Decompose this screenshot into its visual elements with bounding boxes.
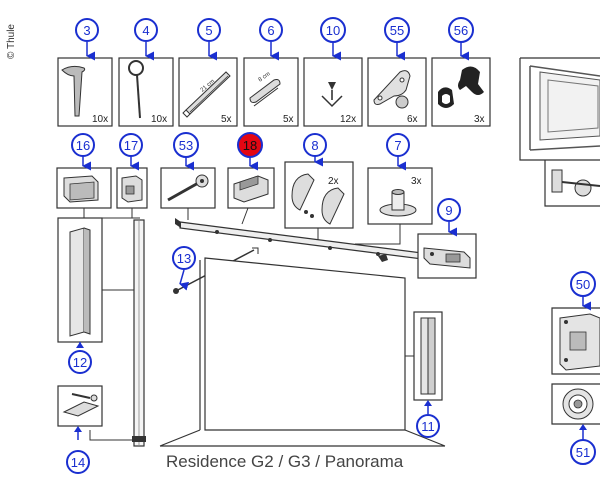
- svg-text:18: 18: [243, 138, 257, 153]
- svg-text:13: 13: [177, 251, 191, 266]
- svg-text:17: 17: [124, 138, 138, 153]
- callout-4[interactable]: 4: [134, 18, 158, 61]
- clip-icon: [438, 66, 484, 108]
- callout-17[interactable]: 17: [119, 133, 143, 171]
- callout-51[interactable]: 51: [570, 424, 596, 465]
- qty-56: 3x: [474, 114, 485, 125]
- hook-bracket-icon: [373, 70, 411, 109]
- strap-icon: [249, 79, 281, 107]
- part-box-16[interactable]: [56, 167, 112, 209]
- svg-text:6: 6: [267, 23, 274, 38]
- part-box-12[interactable]: [57, 217, 103, 343]
- qty-6: 5x: [283, 114, 294, 125]
- ring-peg-icon: [128, 60, 144, 119]
- qty-5: 5x: [221, 114, 232, 125]
- callout-5[interactable]: 5: [197, 18, 221, 61]
- end-cap-icon: [63, 175, 99, 203]
- motor-housing-icon: [423, 247, 471, 269]
- callout-14[interactable]: 14: [66, 426, 90, 474]
- svg-text:5: 5: [205, 23, 212, 38]
- tent-peg-icon: [61, 65, 86, 117]
- part-box-14[interactable]: [57, 385, 103, 427]
- svg-text:14: 14: [71, 455, 85, 470]
- qty-7: 3x: [411, 176, 422, 187]
- callout-3[interactable]: 3: [75, 18, 99, 61]
- callout-10[interactable]: 10: [320, 17, 346, 61]
- part-box-50[interactable]: [551, 307, 600, 375]
- part-box-4[interactable]: 10x: [118, 57, 174, 127]
- bracket-icon: [121, 175, 143, 203]
- svg-text:16: 16: [76, 138, 90, 153]
- side-panel-icon: [69, 227, 91, 337]
- awning-arm-detail-box: [544, 160, 600, 207]
- callout-7[interactable]: 7: [386, 133, 410, 171]
- callout-9[interactable]: 9: [437, 198, 461, 237]
- svg-text:50: 50: [576, 277, 590, 292]
- callout-8[interactable]: 8: [303, 133, 327, 167]
- callout-18-highlighted[interactable]: 18: [237, 132, 263, 171]
- leg-profile-icon: [420, 317, 436, 395]
- part-box-10[interactable]: 12x: [303, 57, 363, 127]
- qty-10: 12x: [340, 114, 356, 125]
- awning-detail-box: [519, 57, 600, 161]
- part-box-6[interactable]: 8 cm 5x: [243, 57, 299, 127]
- callout-56[interactable]: 56: [448, 17, 474, 61]
- part-box-17[interactable]: [116, 167, 148, 209]
- crank-bolt-icon: [167, 174, 209, 202]
- part-box-56[interactable]: 3x: [431, 57, 491, 127]
- callout-53[interactable]: 53: [173, 132, 199, 171]
- svg-text:9: 9: [445, 203, 452, 218]
- round-cap-icon: [562, 388, 594, 420]
- svg-text:3: 3: [83, 23, 90, 38]
- end-cap-icon: [233, 175, 269, 203]
- part-box-5[interactable]: 21 cm 5x: [178, 57, 238, 127]
- part-box-55[interactable]: 6x: [367, 57, 427, 127]
- part-box-51[interactable]: [551, 383, 600, 425]
- callout-16[interactable]: 16: [71, 133, 95, 171]
- part-box-8[interactable]: 2x: [284, 161, 354, 229]
- cover-cap-icon: [291, 173, 345, 225]
- holder-icon: [379, 189, 417, 217]
- callout-55[interactable]: 55: [384, 17, 410, 61]
- awning-assembly: [83, 207, 446, 447]
- svg-text:51: 51: [576, 445, 590, 460]
- svg-text:56: 56: [454, 23, 468, 38]
- callout-50[interactable]: 50: [570, 271, 596, 311]
- foot-plate-icon: [62, 393, 100, 417]
- qty-8: 2x: [328, 176, 339, 187]
- svg-text:10: 10: [326, 23, 340, 38]
- svg-text:11: 11: [421, 419, 435, 434]
- part-box-3[interactable]: 10x: [57, 57, 113, 127]
- callout-13[interactable]: 13: [172, 246, 196, 291]
- svg-text:53: 53: [179, 138, 193, 153]
- part-box-18[interactable]: [227, 167, 275, 209]
- callout-12[interactable]: 12: [68, 342, 92, 374]
- screw-icon: [321, 82, 343, 108]
- svg-text:4: 4: [142, 23, 149, 38]
- callout-6[interactable]: 6: [259, 18, 283, 61]
- svg-text:7: 7: [394, 138, 401, 153]
- part-box-53[interactable]: [160, 167, 216, 209]
- part-box-9[interactable]: [417, 233, 477, 279]
- qty-3: 10x: [92, 114, 108, 125]
- part-box-7[interactable]: 3x: [367, 167, 433, 225]
- strap-icon: [182, 71, 231, 118]
- part-box-11[interactable]: [413, 311, 443, 401]
- svg-text:12: 12: [73, 355, 87, 370]
- qty-55: 6x: [407, 114, 418, 125]
- svg-text:55: 55: [390, 23, 404, 38]
- callout-11[interactable]: 11: [416, 400, 440, 438]
- wall-bracket-icon: [559, 313, 600, 371]
- svg-text:8: 8: [311, 138, 318, 153]
- diagram-caption: Residence G2 / G3 / Panorama: [166, 452, 404, 471]
- qty-4: 10x: [151, 114, 167, 125]
